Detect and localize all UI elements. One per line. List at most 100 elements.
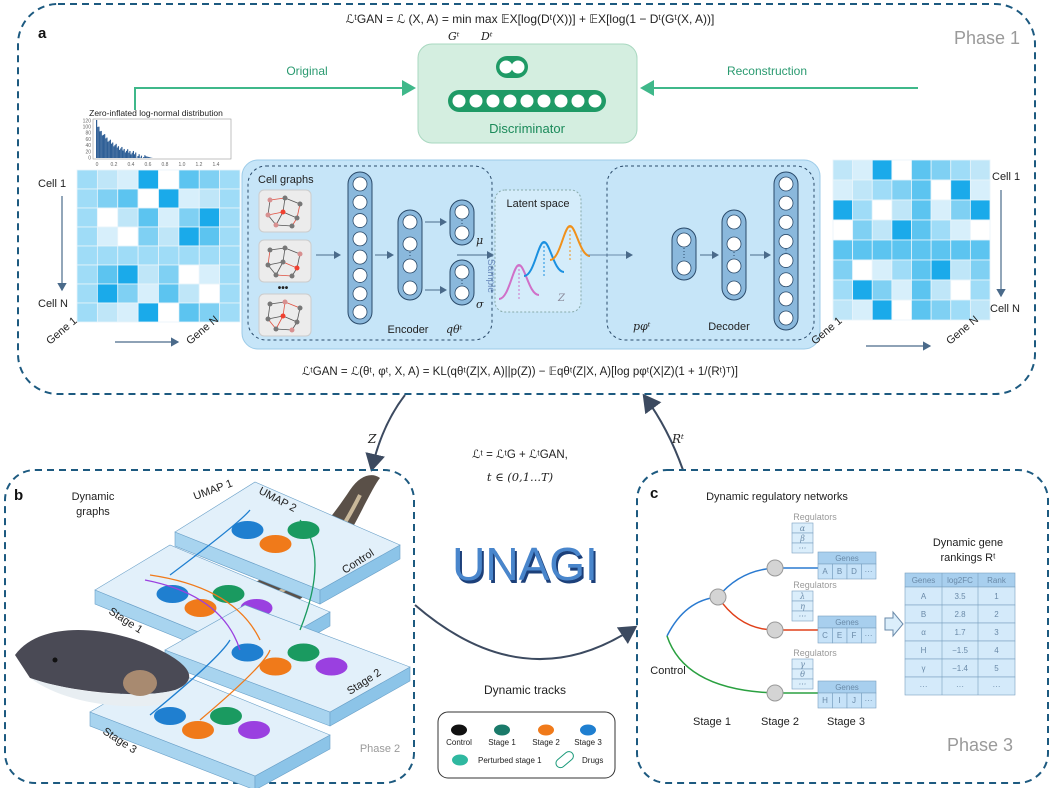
histogram-bar <box>105 138 107 158</box>
histogram-bar <box>107 141 109 158</box>
matrix-cell <box>852 299 873 321</box>
matrix-cell <box>969 159 991 181</box>
p-label: pφᵗ <box>633 320 651 333</box>
cell-cluster <box>210 707 242 725</box>
matrix-cell <box>852 279 873 301</box>
cell-cluster <box>231 643 264 662</box>
row-label-first: Cell 1 <box>38 178 66 190</box>
matrix-cell <box>198 188 221 209</box>
gene-name: H <box>822 696 828 705</box>
graph-node <box>273 222 279 228</box>
matrix-cell <box>219 283 241 304</box>
panel-letter: a <box>38 25 47 42</box>
x-tick-label: 0 <box>96 162 99 168</box>
table-cell: 4 <box>994 646 999 655</box>
cell-cluster <box>212 585 245 603</box>
histogram-bar <box>115 143 117 158</box>
encoder-box <box>247 165 493 341</box>
x-tick-label: 1.4 <box>213 162 220 168</box>
graph-node <box>267 197 273 203</box>
tracks-arrow <box>414 604 638 660</box>
matrix-cell <box>96 283 119 304</box>
regulators-label: Regulators <box>793 580 837 590</box>
gene-cell <box>861 563 877 580</box>
gene-name: ··· <box>865 567 873 576</box>
matrix-cell <box>76 169 98 190</box>
matrix-cell <box>76 226 98 247</box>
matrix-cell <box>832 159 854 181</box>
gene-name: ··· <box>865 631 873 640</box>
neuron <box>778 195 794 211</box>
matrix-cell <box>117 264 139 285</box>
matrix-cell <box>969 279 991 301</box>
matrix-cell <box>219 302 241 323</box>
histogram-bar <box>146 156 148 158</box>
matrix-cell <box>930 159 952 181</box>
panel-a: a Phase 1 ℒᵗGAN = ℒ (X, A) = min max 𝔼X[… <box>17 3 1036 395</box>
histogram-bar <box>114 145 116 158</box>
neuron <box>499 60 513 74</box>
phase-label: Phase 2 <box>360 743 400 755</box>
histogram-bar <box>137 156 139 158</box>
histogram-bar <box>121 146 123 158</box>
histogram-bar <box>140 155 143 158</box>
panel-b-border <box>4 469 415 784</box>
graph-node <box>280 209 286 215</box>
matrix-cell <box>198 264 221 285</box>
histogram-bar <box>112 142 114 158</box>
graph-node <box>289 223 295 229</box>
graph-node <box>282 299 288 305</box>
matrix-cell <box>158 169 180 190</box>
reconstructed-expression-matrix <box>832 159 991 321</box>
neuron <box>352 231 368 247</box>
histogram-bar <box>123 148 125 158</box>
matrix-cell <box>930 199 952 221</box>
graph-edge <box>275 274 293 277</box>
matrix-cell <box>891 259 912 281</box>
legend-label: Drugs <box>582 756 603 765</box>
matrix-cell <box>117 245 139 266</box>
x-tick-label: 1.2 <box>196 162 203 168</box>
graph-edge <box>282 261 298 269</box>
matrix-cell <box>76 283 98 304</box>
neuron <box>778 234 794 249</box>
stage-slab: Stage 2 <box>164 604 411 727</box>
legend-label: Perturbed stage 1 <box>478 756 542 765</box>
trajectory-arrow <box>144 579 241 651</box>
matrix-cell <box>117 226 139 247</box>
histogram-bar <box>135 152 137 158</box>
tree-node <box>766 621 784 639</box>
histogram-bar <box>132 150 134 158</box>
tracks-title: Dynamic tracks <box>484 683 566 697</box>
matrix-cell <box>930 219 952 241</box>
panel-title: Dynamic <box>72 491 115 503</box>
regulatory-tree <box>666 559 820 702</box>
y-tick-label: 60 <box>85 137 91 143</box>
column-header: Rank <box>987 576 1007 585</box>
z-arrow <box>365 394 406 472</box>
histogram-bar <box>148 157 151 158</box>
graph-node <box>294 215 300 221</box>
neuron <box>537 94 551 108</box>
matrix-cell <box>96 264 119 285</box>
matrix-cell <box>117 302 139 323</box>
column-header: log2FC <box>947 576 973 585</box>
neuron <box>454 204 470 220</box>
drug-pill-icon <box>555 751 574 769</box>
matrix-cell <box>891 239 912 261</box>
whale-eye <box>52 657 58 663</box>
decoder-box <box>606 165 815 341</box>
graph-edge <box>269 197 286 201</box>
matrix-cell <box>117 207 139 228</box>
graph-node <box>289 327 295 333</box>
graph-node <box>289 273 295 279</box>
t-range: t ∈ (0,1...T) <box>487 470 553 484</box>
slab-top <box>164 604 411 713</box>
graph-node <box>265 316 271 322</box>
matrix-cell <box>832 179 854 201</box>
matrix-cell <box>137 302 159 323</box>
matrix-cell <box>871 279 893 301</box>
